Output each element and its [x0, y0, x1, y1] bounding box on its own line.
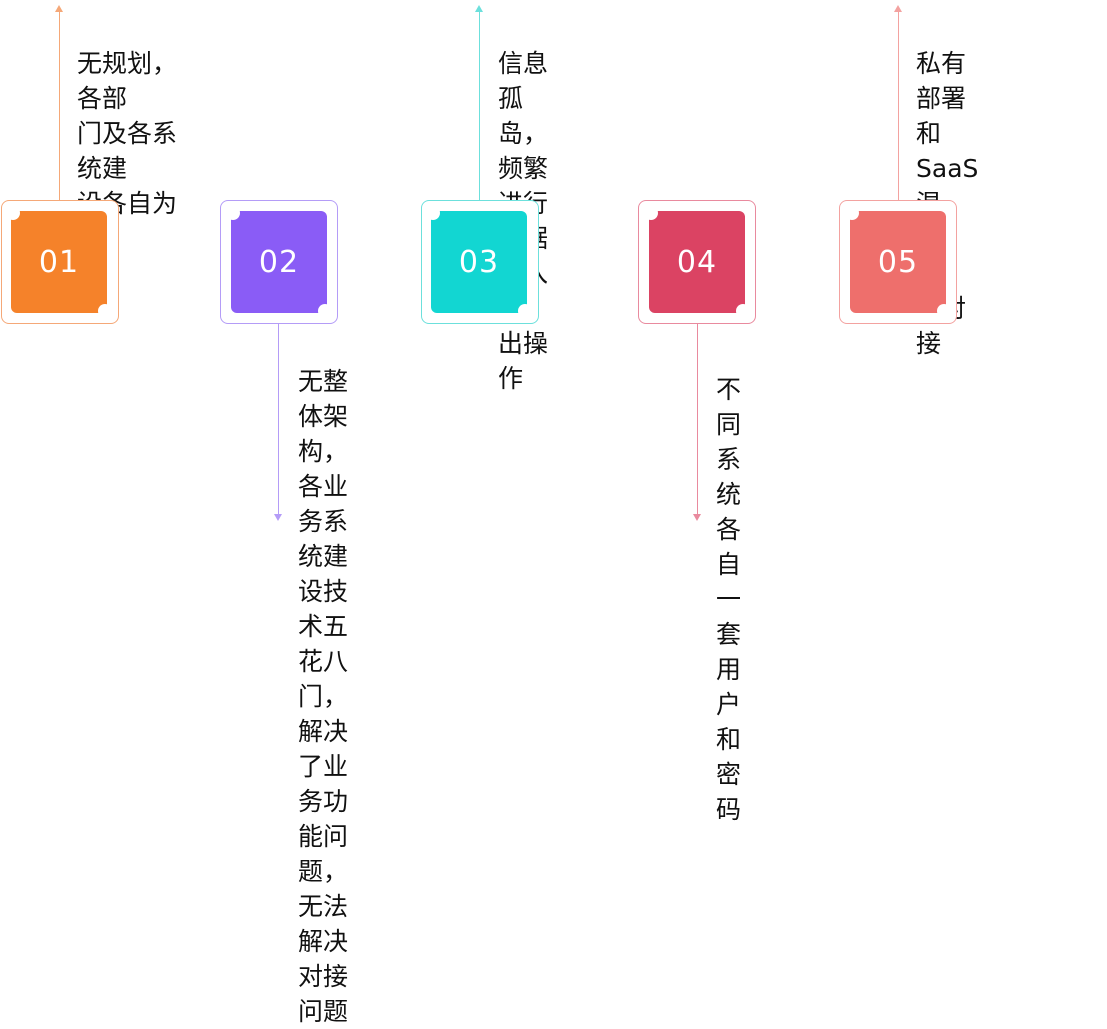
step-05: 私有部署和 SaaS混合，很 难对接 05: [0, 0, 978, 549]
step-number-badge: 05: [845, 206, 951, 318]
step-number: 04: [676, 244, 718, 280]
connector-line-up: [479, 12, 480, 200]
arrow-down-icon: [274, 514, 282, 521]
badge-notch: [937, 304, 951, 318]
step-03: 信息孤岛，频繁 进行数据导入导 出操作 03: [0, 0, 548, 549]
connector-line-up: [59, 12, 60, 200]
step-number-badge: 03: [426, 206, 532, 318]
badge-notch: [518, 304, 532, 318]
arrow-down-icon: [693, 514, 701, 521]
badge-notch: [644, 206, 658, 220]
badge-notch: [226, 206, 240, 220]
badge-notch: [845, 206, 859, 220]
badge-notch: [6, 206, 20, 220]
step-description: 不同系统各自一 套用户和密码: [716, 375, 742, 824]
arrow-up-icon: [894, 5, 902, 12]
step-number: 03: [458, 244, 500, 280]
badge-notch: [98, 304, 112, 318]
step-description: 无整体架构，各业 务系统建设技术五 花八门，解决了业 务功能问题，无法 解决对接…: [298, 367, 349, 1026]
step-01: 无规划，各部 门及各系统建 设各自为政 01: [0, 0, 200, 549]
connector-line-up: [898, 12, 899, 200]
step-number: 02: [258, 244, 300, 280]
badge-notch: [426, 206, 440, 220]
step-number-badge: 02: [226, 206, 332, 318]
badge-notch: [318, 304, 332, 318]
arrow-up-icon: [475, 5, 483, 12]
step-number: 05: [877, 244, 919, 280]
step-number-badge: 04: [644, 206, 750, 318]
step-number-badge: 01: [6, 206, 112, 318]
step-number: 01: [38, 244, 80, 280]
badge-notch: [736, 304, 750, 318]
connector-line-down: [697, 324, 698, 514]
arrow-up-icon: [55, 5, 63, 12]
connector-line-down: [278, 324, 279, 514]
